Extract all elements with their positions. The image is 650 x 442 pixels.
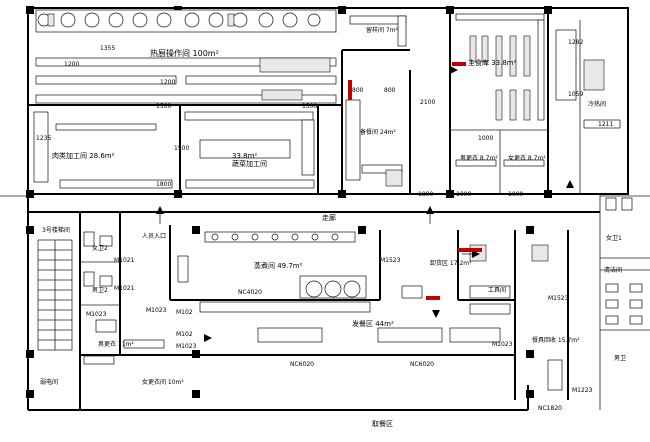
lower-equipment bbox=[37, 197, 643, 391]
room-pickup: 取餐区 bbox=[372, 419, 393, 428]
dim-1200-b: 1200 bbox=[160, 79, 175, 86]
door-nc6020-a: NC6020 bbox=[290, 361, 314, 368]
door-nc4020: NC4020 bbox=[238, 289, 262, 296]
red-sign bbox=[426, 296, 440, 300]
dim-1211: 1211 bbox=[598, 121, 613, 128]
door-m1523-a: M1523 bbox=[380, 257, 401, 264]
dim-1059: 1059 bbox=[568, 91, 583, 98]
room-unload: 卸货区 17.2m² bbox=[430, 259, 472, 267]
room-prep: 备餐间 24m² bbox=[360, 128, 396, 136]
dim-1282: 1282 bbox=[568, 39, 583, 46]
room-wc-female1: 女卫1 bbox=[606, 234, 622, 242]
walls bbox=[0, 7, 650, 411]
structural-columns bbox=[26, 6, 552, 398]
door-m1021-a: M1021 bbox=[114, 257, 135, 264]
door-m1023-a: M1023 bbox=[146, 307, 167, 314]
door-m1523-b: M1523 bbox=[548, 295, 569, 302]
door-m102-b: M102 bbox=[176, 331, 193, 338]
room-weak-elec: 弱电间 bbox=[40, 378, 58, 386]
room-hot-kitchen: 热厨操作间 100m² bbox=[150, 48, 219, 58]
room-cleaning: 清洁间 bbox=[604, 266, 622, 274]
dim-1235: 1235 bbox=[36, 135, 51, 142]
room-main-store: 主食库 33.8m² bbox=[468, 58, 517, 67]
dim-1000-a: 1000 bbox=[456, 191, 471, 198]
dim-1500-c: 1500 bbox=[302, 103, 317, 110]
kitchen-benches bbox=[33, 13, 621, 189]
label-staff-entry: 人员入口 bbox=[142, 233, 166, 240]
room-tableware: 餐具回收 15.7m² bbox=[532, 336, 580, 344]
room-tool: 工具间 bbox=[488, 286, 506, 294]
door-m1023-d: M1023 bbox=[492, 341, 513, 348]
dim-1355: 1355 bbox=[100, 45, 115, 52]
room-wc-female2: 女卫2 bbox=[92, 244, 108, 252]
room-male-locker-top: 男更衣 8.7m² bbox=[460, 154, 498, 162]
room-wc-male2: 男卫2 bbox=[92, 287, 108, 294]
dim-1500-a: 1500 bbox=[156, 103, 171, 110]
dim-1800-a: 1800 bbox=[156, 181, 171, 188]
door-nc6020-b: NC6020 bbox=[410, 361, 434, 368]
door-nc1820: NC1820 bbox=[538, 405, 562, 412]
room-female-locker: 女更衣间 10m² bbox=[142, 378, 184, 386]
door-m1023-b: M1023 bbox=[86, 311, 107, 318]
red-sign bbox=[452, 62, 466, 66]
door-m1223: M1223 bbox=[572, 387, 593, 394]
dim-1200-a: 1200 bbox=[64, 61, 79, 68]
room-corridor: 走廊 bbox=[322, 213, 336, 222]
room-cold: 冷热间 bbox=[588, 100, 606, 108]
dim-1000-b: 1000 bbox=[508, 191, 523, 198]
dimension-labels: 1200 1200 1500 1500 1500 1800 1800 1000 … bbox=[36, 39, 613, 198]
dim-800-a: 800 bbox=[352, 87, 364, 94]
dim-2100: 2100 bbox=[420, 99, 435, 106]
dim-1000-c: 1000 bbox=[478, 135, 493, 142]
flow-arrows bbox=[156, 66, 574, 342]
door-m1023-c: M1023 bbox=[176, 343, 197, 350]
room-stair3: 3号楼梯间 bbox=[42, 226, 70, 234]
room-serving: 发餐区 44m² bbox=[352, 319, 394, 328]
dim-1800-b: 1800 bbox=[418, 191, 433, 198]
room-meat: 肉类加工间 28.6m² bbox=[52, 151, 115, 160]
room-snack: 留样间 7m² bbox=[366, 26, 399, 34]
dim-800-b: 800 bbox=[384, 87, 396, 94]
room-male-locker: 男更衣 11m² bbox=[98, 340, 134, 348]
room-wc-male1: 男卫 bbox=[614, 355, 626, 362]
wok-stations bbox=[35, 9, 337, 33]
room-female-locker-top: 女更衣 8.7m² bbox=[508, 154, 546, 162]
dim-1500-b: 1500 bbox=[174, 145, 189, 152]
door-labels: NC4020 NC6020 NC6020 M1021 M1021 M1023 M… bbox=[86, 257, 593, 412]
room-labels: 热厨操作间 100m² 留样间 7m² 主食库 33.8m² 冷热间 肉类加工间… bbox=[40, 26, 626, 428]
room-steam: 蒸煮间 49.7m² bbox=[254, 261, 303, 270]
door-m1021-b: M1021 bbox=[114, 285, 135, 292]
door-m102-a: M102 bbox=[176, 309, 193, 316]
red-sign bbox=[458, 248, 482, 252]
red-sign bbox=[348, 80, 352, 100]
